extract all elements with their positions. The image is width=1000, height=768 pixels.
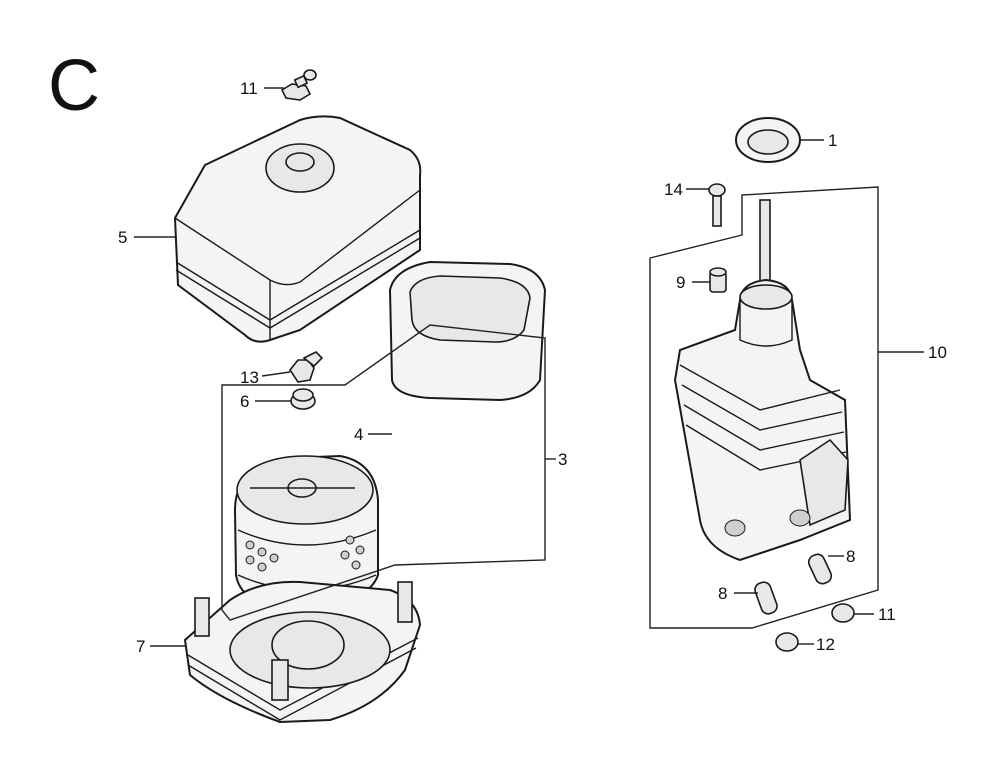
air-cleaner-cover [173, 115, 422, 343]
callout-6: 6 [240, 392, 249, 411]
wing-bolt [280, 69, 317, 101]
callout-10: 10 [928, 343, 947, 362]
callout-5: 5 [118, 228, 127, 247]
callout-11-right: 11 [878, 605, 896, 624]
callout-1: 1 [828, 131, 837, 150]
flange-bolt [708, 183, 726, 227]
bracket-10 [649, 186, 879, 629]
callout-11-lower: 12 [816, 635, 835, 654]
callout-4: 4 [354, 425, 363, 444]
callout-14: 14 [664, 180, 683, 199]
pin-upper [807, 553, 833, 585]
air-cleaner-elbow [673, 199, 852, 562]
callout-9: 9 [676, 273, 685, 292]
callout-3: 3 [558, 450, 567, 469]
paper-element [233, 454, 379, 608]
leader-lines [134, 87, 924, 647]
bracket-3 [221, 324, 546, 621]
foam-element [388, 260, 547, 402]
callout-8-lower: 8 [718, 584, 727, 603]
cap-nut-right [831, 603, 855, 623]
callout-12: 11 [240, 79, 258, 98]
callout-13: 13 [240, 368, 259, 387]
cap-nut-lower [775, 632, 799, 652]
seal-ring [735, 117, 801, 163]
callout-7: 7 [136, 637, 145, 656]
callout-8-upper: 8 [846, 547, 855, 566]
section-letter: C [48, 46, 100, 126]
grommet [290, 388, 316, 410]
wing-nut [289, 351, 324, 383]
air-cleaner-base [183, 580, 422, 724]
collar [709, 267, 727, 293]
pin-lower [754, 581, 778, 615]
